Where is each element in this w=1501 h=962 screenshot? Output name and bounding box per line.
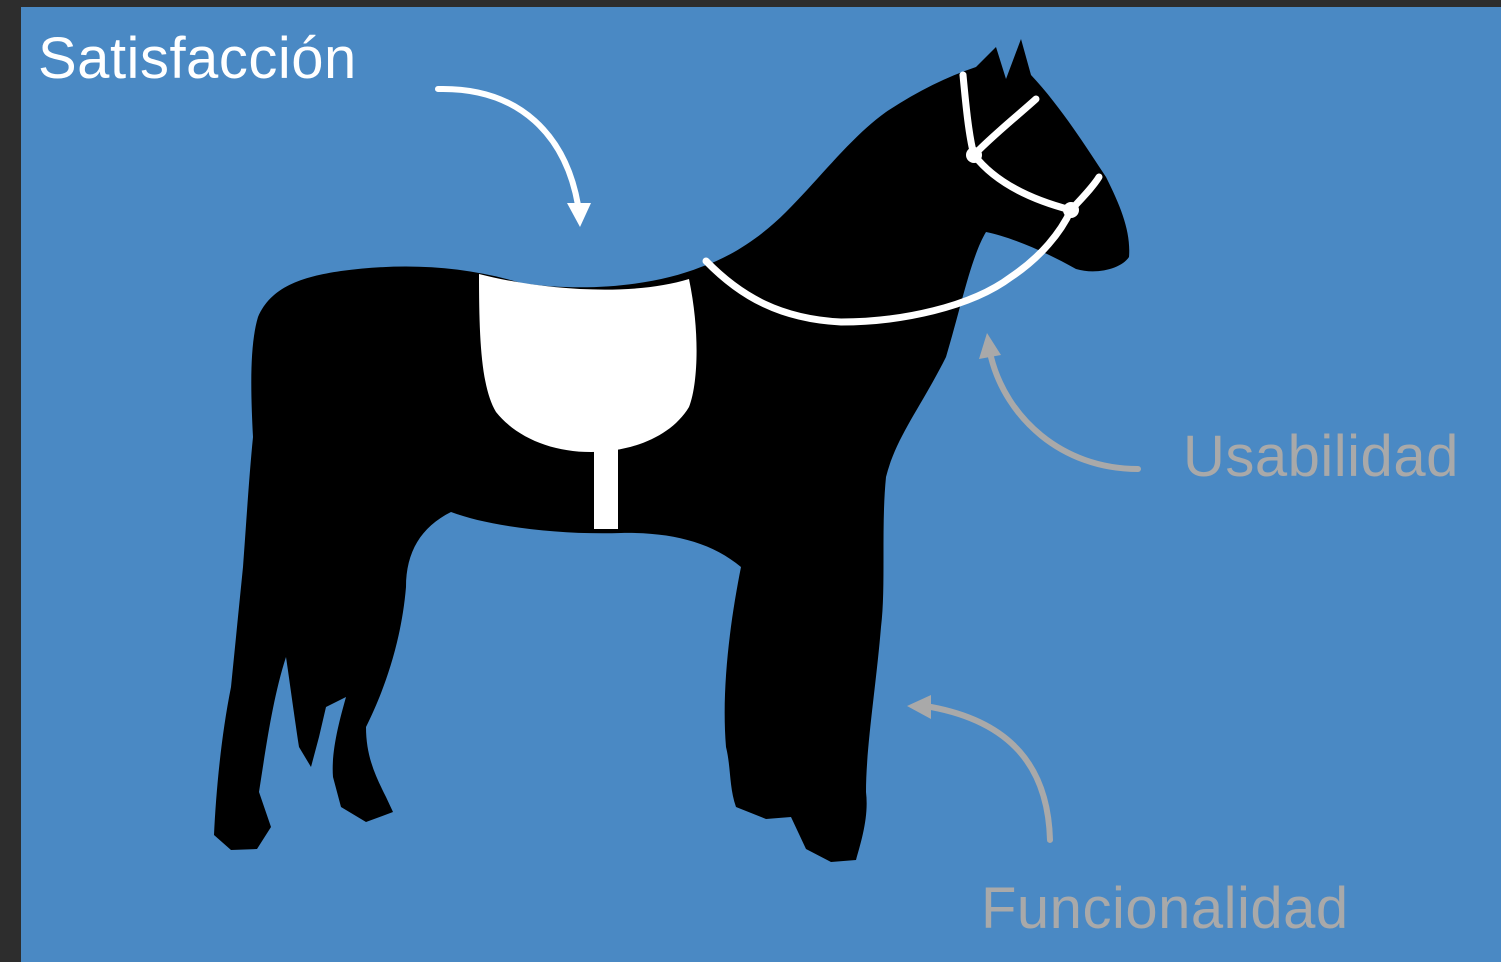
funcionalidad-label: Funcionalidad: [981, 876, 1349, 941]
bridle-rings-icon: [966, 147, 1079, 218]
saddle-icon: [479, 274, 697, 452]
girth-strap-icon: [594, 447, 618, 529]
usabilidad-label: Usabilidad: [1183, 424, 1459, 489]
satisfaccion-arrow-icon: [435, 85, 591, 227]
funcionalidad-arrow-icon: [907, 695, 1053, 843]
slide-canvas: Satisfacción Usabilidad Funcionalidad: [21, 7, 1501, 962]
horse-illustration: [214, 39, 1141, 862]
satisfaccion-label: Satisfacción: [38, 26, 357, 91]
horse-icon: [214, 39, 1130, 862]
usabilidad-arrow-icon: [979, 333, 1141, 472]
